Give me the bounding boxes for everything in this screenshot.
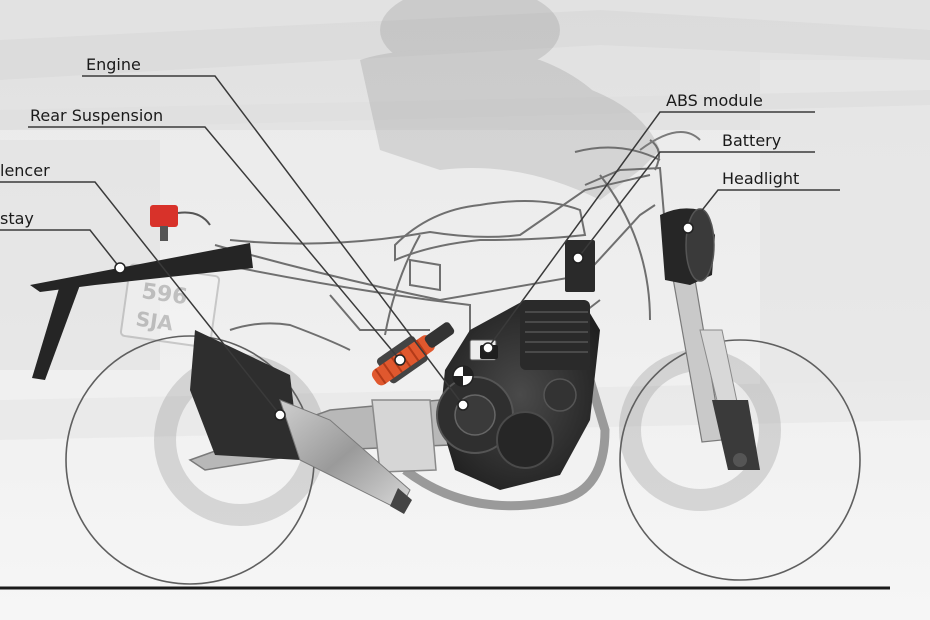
silencer-part [190,330,412,514]
leader-lines [0,75,840,416]
label-engine: Engine [86,55,141,74]
battery-leader-line [577,151,815,259]
battery-part [565,240,595,292]
engine-part [436,300,600,490]
headlight-leader-line [687,189,840,229]
reservoir-part [150,205,211,241]
plate-line2: SJA [134,306,175,335]
label-abs-module: ABS module [666,91,763,110]
leader-endpoints [114,222,694,421]
footpeg-bracket [371,399,437,473]
rider-silhouette [360,0,660,200]
label-stay: stay [0,209,34,228]
engine-leader-line [82,75,464,406]
abs-module-leader-line [487,111,815,349]
engine-marker-icon [452,365,474,387]
label-headlight: Headlight [722,169,799,188]
front-wheel-outline [619,339,861,581]
license-plate: 596 SJA [119,263,221,349]
front-fork-part [639,131,760,470]
headlight-part [660,208,715,285]
rear-suspension-leader-line [28,126,401,361]
label-silencer: lencer [0,161,50,180]
stay-leader-line [0,229,121,269]
exhaust-pipe [402,378,610,511]
label-rear-suspension: Rear Suspension [30,106,163,125]
background-streaks [0,0,930,130]
label-battery: Battery [722,131,781,150]
fuel-tank-outline [394,200,587,262]
silencer-leader-line [0,181,281,416]
stay-part [30,243,253,380]
